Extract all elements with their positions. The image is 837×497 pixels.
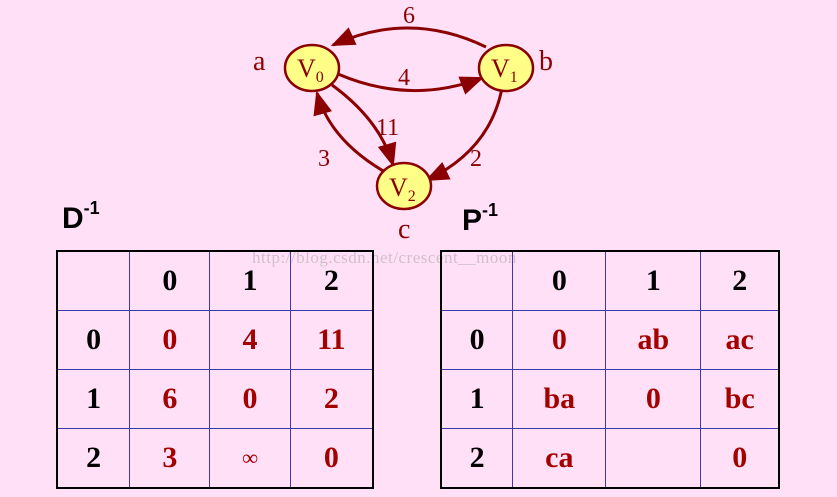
d-matrix-row: 0 0 4 11 bbox=[56, 310, 374, 370]
p-matrix-row: 0 0 ab ac bbox=[440, 310, 780, 370]
p-matrix-table: 0 1 2 0 0 ab ac 1 ba 0 bc 2 ca 0 bbox=[440, 250, 780, 489]
node-v2: V2 bbox=[375, 161, 433, 211]
d-matrix-col-header: 2 bbox=[289, 250, 374, 311]
edge-weight-v1-v2: 2 bbox=[470, 146, 482, 172]
d-matrix-row-header: 2 bbox=[56, 428, 131, 489]
p-matrix-cell: ac bbox=[700, 310, 780, 370]
node-v2-sub: 2 bbox=[408, 188, 416, 205]
node-v1-main: V bbox=[491, 54, 510, 83]
d-matrix-cell: ∞ bbox=[209, 428, 291, 489]
node-v0: V0 bbox=[283, 43, 341, 93]
p-matrix-row: 1 ba 0 bc bbox=[440, 369, 780, 429]
edge-v1-v0 bbox=[330, 26, 487, 49]
d-matrix-row-header: 1 bbox=[56, 369, 131, 429]
edge-v1-v2 bbox=[424, 87, 504, 182]
node-v2-main: V bbox=[389, 173, 408, 202]
p-matrix-col-header: 1 bbox=[605, 250, 702, 311]
d-matrix-row: 2 3 ∞ 0 bbox=[56, 428, 374, 489]
p-matrix-corner bbox=[440, 250, 514, 311]
d-matrix-cell: 3 bbox=[129, 428, 211, 489]
edge-v0-v2 bbox=[331, 83, 397, 168]
p-matrix-cell: 0 bbox=[700, 428, 780, 489]
p-matrix-col-header: 0 bbox=[512, 250, 607, 311]
p-matrix-cell bbox=[605, 428, 702, 489]
node-v0-sub: 0 bbox=[316, 69, 324, 86]
d-matrix-row-header: 0 bbox=[56, 310, 131, 370]
svg-text:V0: V0 bbox=[297, 54, 324, 86]
p-matrix-title: P-1 bbox=[462, 200, 498, 238]
p-matrix-cell: ab bbox=[605, 310, 702, 370]
edge-v2-v0 bbox=[313, 90, 386, 174]
svg-text:V1: V1 bbox=[491, 54, 518, 86]
node-v1: V1 bbox=[477, 43, 535, 93]
d-matrix-cell: 2 bbox=[289, 369, 374, 429]
d-matrix-title: D-1 bbox=[62, 198, 100, 236]
p-matrix-header-row: 0 1 2 bbox=[440, 250, 780, 311]
p-matrix-cell: 0 bbox=[605, 369, 702, 429]
d-matrix-col-header: 0 bbox=[129, 250, 211, 311]
node-v1-name: b bbox=[539, 46, 553, 77]
p-matrix-row: 2 ca 0 bbox=[440, 428, 780, 489]
d-matrix-col-header: 1 bbox=[209, 250, 291, 311]
d-matrix-table: 0 1 2 0 0 4 11 1 6 0 2 2 3 ∞ 0 bbox=[56, 250, 374, 489]
edge-weight-v0-v1: 4 bbox=[398, 65, 410, 91]
d-matrix-header-row: 0 1 2 bbox=[56, 250, 374, 311]
d-matrix-row: 1 6 0 2 bbox=[56, 369, 374, 429]
d-matrix-cell: 6 bbox=[129, 369, 211, 429]
node-v0-main: V bbox=[297, 54, 316, 83]
edge-weight-v2-v0: 3 bbox=[318, 146, 330, 172]
p-matrix-title-letter: P bbox=[462, 204, 483, 237]
svg-text:V2: V2 bbox=[389, 173, 416, 205]
p-matrix-cell: ba bbox=[512, 369, 607, 429]
p-matrix-row-header: 0 bbox=[440, 310, 514, 370]
d-matrix-cell: 11 bbox=[289, 310, 374, 370]
node-v2-name: c bbox=[398, 214, 410, 245]
graph-diagram: 6 4 11 3 2 V0 a V1 b V2 c bbox=[253, 3, 553, 245]
d-matrix-cell: 0 bbox=[129, 310, 211, 370]
d-matrix-corner bbox=[56, 250, 131, 311]
p-matrix-cell: 0 bbox=[512, 310, 607, 370]
d-matrix-cell: 0 bbox=[209, 369, 291, 429]
edge-weight-v0-v2: 11 bbox=[376, 115, 399, 141]
node-v0-name: a bbox=[253, 46, 266, 77]
p-matrix-col-header: 2 bbox=[700, 250, 780, 311]
p-matrix-cell: bc bbox=[700, 369, 780, 429]
edge-v0-v1 bbox=[337, 72, 485, 95]
d-matrix-cell: 4 bbox=[209, 310, 291, 370]
d-matrix-cell: 0 bbox=[289, 428, 374, 489]
p-matrix-title-superscript: -1 bbox=[482, 200, 499, 220]
p-matrix-row-header: 2 bbox=[440, 428, 514, 489]
d-matrix-title-letter: D bbox=[62, 202, 84, 235]
p-matrix-cell: ca bbox=[512, 428, 607, 489]
d-matrix-title-superscript: -1 bbox=[83, 198, 100, 218]
p-matrix-row-header: 1 bbox=[440, 369, 514, 429]
node-v1-sub: 1 bbox=[510, 69, 518, 86]
edge-weight-v1-v0: 6 bbox=[403, 3, 415, 29]
